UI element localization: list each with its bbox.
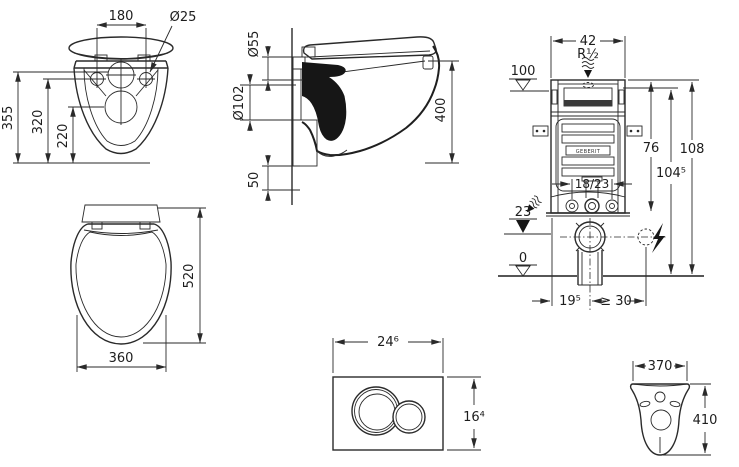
cistern-top-outline bbox=[81, 204, 161, 223]
bowl-profile bbox=[301, 45, 441, 157]
dim-label-370: 370 bbox=[648, 359, 673, 374]
dimension-220: 220 bbox=[56, 106, 104, 164]
dimension-d25: Ø25 bbox=[149, 10, 197, 73]
electrical-conduit-circle bbox=[637, 228, 655, 246]
dim-label-180: 180 bbox=[109, 9, 134, 24]
toilet-side-view: Ø55 Ø102 50 400 bbox=[232, 28, 459, 205]
level-mark-0: 0 bbox=[509, 251, 537, 277]
dimension-104-5: 104⁵ bbox=[656, 89, 686, 275]
dim-label-76: 76 bbox=[643, 141, 660, 156]
dimension-520: 520 bbox=[143, 207, 206, 344]
flush-water-arrow-icon bbox=[526, 195, 542, 213]
flush-button-small bbox=[392, 400, 426, 434]
dim-label-ge-30: ≥ 30 bbox=[600, 294, 632, 309]
toilet-top-view: 520 360 bbox=[70, 204, 206, 372]
access-panel bbox=[555, 118, 621, 192]
wall-bracket-left bbox=[532, 125, 549, 137]
dim-label-42: 42 bbox=[580, 34, 597, 49]
level-mark-23: 23 bbox=[504, 205, 551, 235]
mat-drain-hole bbox=[650, 409, 672, 431]
dim-label-24-6: 24⁶ bbox=[377, 335, 399, 350]
water-supply-arrow-icon bbox=[581, 57, 595, 88]
dim-label-100: 100 bbox=[511, 64, 536, 79]
dimension-108: 108 bbox=[680, 81, 705, 275]
dim-label-355: 355 bbox=[1, 106, 16, 131]
mat-bolt-slot-left bbox=[639, 400, 651, 408]
dimension-320: 320 bbox=[31, 78, 89, 164]
mat-bolt-slot-right bbox=[669, 400, 681, 408]
dim-label-400: 400 bbox=[434, 98, 449, 123]
mat-flush-hole bbox=[654, 391, 666, 403]
dim-label-16-4: 16⁴ bbox=[463, 410, 485, 425]
lightning-icon bbox=[652, 223, 665, 253]
dimension-76: 76 bbox=[643, 81, 660, 212]
dimension-400: 400 bbox=[425, 60, 459, 164]
dim-label-23: 23 bbox=[515, 205, 532, 220]
frame-outline bbox=[550, 79, 626, 214]
trap-section-fill bbox=[302, 62, 347, 141]
cistern-water-band bbox=[564, 100, 612, 106]
dim-label-220: 220 bbox=[56, 124, 71, 149]
installation-frame-view: GEBERIT bbox=[498, 34, 704, 312]
dim-label-d25: Ø25 bbox=[170, 10, 197, 25]
dimension-16-4: 16⁴ bbox=[447, 376, 485, 451]
dimension-370: 370 bbox=[632, 359, 688, 381]
dimension-410: 410 bbox=[663, 383, 718, 456]
flush-plate-view: 24⁶ 16⁴ bbox=[332, 335, 485, 451]
dimension-18-23: 18/23 bbox=[552, 177, 632, 199]
dim-label-520: 520 bbox=[182, 264, 197, 289]
dimension-d102: Ø102 bbox=[232, 74, 296, 131]
bowl-outline bbox=[73, 67, 169, 155]
toilet-front-view: 180 Ø25 355 320 220 bbox=[1, 9, 197, 164]
dimension-355: 355 bbox=[1, 71, 150, 164]
dimension-50: 50 bbox=[247, 155, 300, 201]
level-mark-100: 100 bbox=[509, 64, 549, 92]
dimension-d55: Ø55 bbox=[247, 31, 303, 91]
dim-label-360: 360 bbox=[109, 351, 134, 366]
dim-label-104-5: 104⁵ bbox=[656, 166, 686, 181]
dim-label-18-23: 18/23 bbox=[575, 177, 610, 191]
dim-label-19-5: 19⁵ bbox=[559, 294, 581, 309]
dim-label-0: 0 bbox=[519, 251, 527, 266]
dim-label-410: 410 bbox=[693, 413, 718, 428]
flush-pipe-elbow bbox=[584, 198, 600, 214]
dimension-180: 180 bbox=[96, 9, 147, 88]
wall-bracket-right bbox=[626, 125, 643, 137]
flush-plate-outline bbox=[332, 376, 444, 451]
sound-insulation-mat-view: 370 410 bbox=[629, 359, 718, 456]
dim-label-50: 50 bbox=[247, 172, 262, 189]
dim-label-108: 108 bbox=[680, 142, 705, 157]
geberit-logo-text: GEBERIT bbox=[576, 149, 601, 155]
mat-outline bbox=[629, 383, 691, 456]
seat-top-outline bbox=[70, 223, 172, 345]
dimension-42: 42 R½ bbox=[550, 34, 626, 78]
dim-label-d55: Ø55 bbox=[247, 31, 262, 58]
threaded-rod-right bbox=[605, 199, 619, 213]
dimension-24-6: 24⁶ bbox=[332, 335, 444, 373]
dimension-19-5-and-30: 19⁵ ≥ 30 bbox=[532, 218, 647, 309]
seat-lid-profile bbox=[302, 36, 437, 60]
dim-label-320: 320 bbox=[31, 110, 46, 135]
dim-label-r-half: R½ bbox=[577, 47, 599, 62]
threaded-rod-left bbox=[565, 199, 579, 213]
dimension-360: 360 bbox=[76, 315, 167, 372]
geberit-logo bbox=[565, 145, 611, 156]
dim-label-d102: Ø102 bbox=[232, 85, 247, 120]
